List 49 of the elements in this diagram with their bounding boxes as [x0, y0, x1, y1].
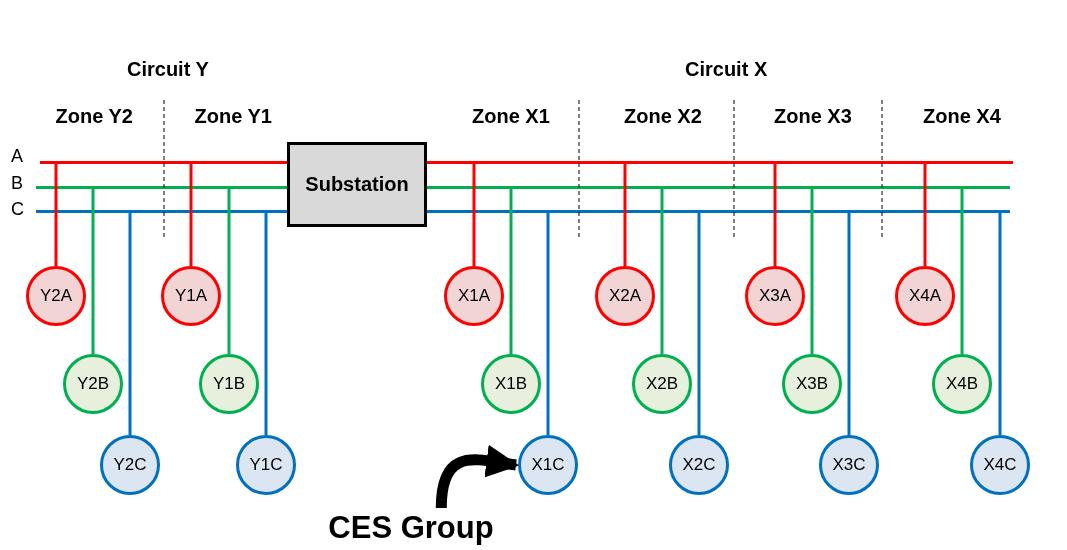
- circuit-label: Circuit Y: [127, 58, 209, 81]
- feeder-line: [923, 163, 927, 266]
- zone-label: Zone Y2: [55, 105, 133, 128]
- feeder-line: [697, 212, 701, 435]
- load-circle: X1B: [481, 354, 541, 414]
- feeder-line: [660, 188, 664, 354]
- load-circle: X2C: [669, 435, 729, 495]
- load-circle: X2A: [595, 266, 655, 326]
- load-circle: X2B: [632, 354, 692, 414]
- bus-label: C: [11, 199, 24, 220]
- load-circle: Y1B: [199, 354, 259, 414]
- feeder-line: [472, 163, 476, 266]
- feeder-line: [960, 188, 964, 354]
- load-circle: X4B: [932, 354, 992, 414]
- load-circle: X3A: [745, 266, 805, 326]
- load-circle: X3B: [782, 354, 842, 414]
- feeder-line: [227, 188, 231, 354]
- zone-label: Zone X1: [472, 105, 550, 128]
- feeder-line: [546, 212, 550, 435]
- load-circle: Y2B: [63, 354, 123, 414]
- group-label: CES Group: [322, 508, 500, 548]
- feeder-line: [847, 212, 851, 435]
- feeder-line: [189, 163, 193, 266]
- load-circle: X1A: [444, 266, 504, 326]
- feeder-line: [128, 212, 132, 435]
- load-circle: X3C: [819, 435, 879, 495]
- load-circle: X4C: [970, 435, 1030, 495]
- feeder-line: [773, 163, 777, 266]
- feeder-line: [998, 212, 1002, 435]
- load-circle: Y2A: [26, 266, 86, 326]
- substation-box: Substation: [287, 142, 427, 227]
- feeder-line: [623, 163, 627, 266]
- feeder-line: [264, 212, 268, 435]
- feeder-line: [91, 188, 95, 354]
- load-circle: Y1A: [161, 266, 221, 326]
- load-circle: Y2C: [100, 435, 160, 495]
- feeder-line: [509, 188, 513, 354]
- zone-label: Zone Y1: [194, 105, 272, 128]
- zone-label: Zone X4: [923, 105, 1001, 128]
- load-circle: X1C: [518, 435, 578, 495]
- load-circle: X4A: [895, 266, 955, 326]
- bus-label: B: [11, 173, 23, 194]
- zone-label: Zone X3: [774, 105, 852, 128]
- bus-label: A: [11, 146, 23, 167]
- zone-label: Zone X2: [624, 105, 702, 128]
- load-circle: Y1C: [236, 435, 296, 495]
- feeder-line: [54, 163, 58, 266]
- circuit-label: Circuit X: [685, 58, 768, 81]
- feeder-line: [810, 188, 814, 354]
